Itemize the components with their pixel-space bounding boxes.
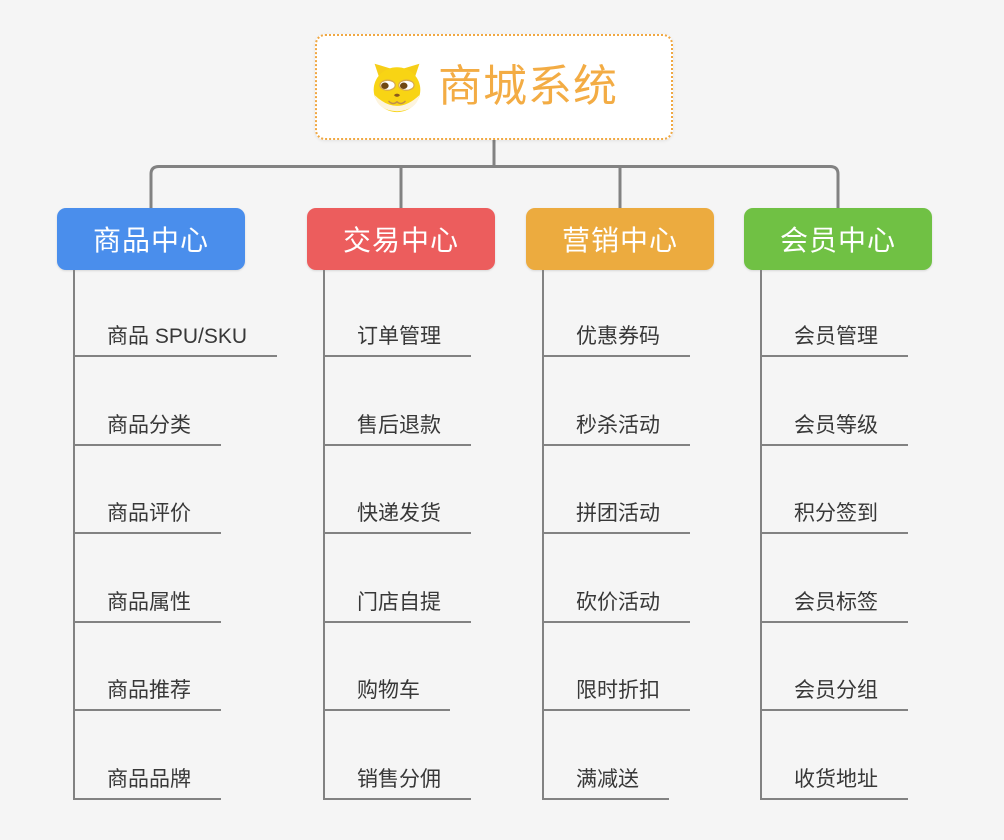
branch-trunk-line: [73, 270, 75, 800]
child-topic[interactable]: 商品品牌: [73, 766, 221, 800]
child-topic[interactable]: 销售分佣: [323, 766, 471, 800]
child-topic[interactable]: 限时折扣: [542, 677, 690, 711]
branch-trunk-line: [323, 270, 325, 800]
child-topic[interactable]: 订单管理: [323, 323, 471, 357]
dog-face-icon: [373, 63, 421, 113]
child-topic[interactable]: 满减送: [542, 766, 669, 800]
child-topic[interactable]: 拼团活动: [542, 500, 690, 534]
child-topic[interactable]: 购物车: [323, 677, 450, 711]
branch-box-4[interactable]: 会员中心: [744, 208, 932, 270]
child-topic[interactable]: 会员管理: [760, 323, 908, 357]
branch-label: 商品中心: [92, 225, 209, 256]
child-topic[interactable]: 商品推荐: [73, 677, 221, 711]
branch-trunk-line: [760, 270, 762, 800]
child-topic[interactable]: 砍价活动: [542, 589, 690, 623]
child-topic[interactable]: 秒杀活动: [542, 412, 690, 446]
child-topic[interactable]: 收货地址: [760, 766, 908, 800]
child-topic[interactable]: 积分签到: [760, 500, 908, 534]
child-topic[interactable]: 商品分类: [73, 412, 221, 446]
branch-trunk-line: [542, 270, 544, 800]
child-topic[interactable]: 优惠券码: [542, 323, 690, 357]
child-topic[interactable]: 售后退款: [323, 412, 471, 446]
branch-label: 会员中心: [779, 225, 896, 256]
branch-box-2[interactable]: 交易中心: [307, 208, 495, 270]
root-topic-title: 商城系统: [438, 62, 618, 111]
child-topic[interactable]: 门店自提: [323, 589, 471, 623]
child-topic[interactable]: 会员标签: [760, 589, 908, 623]
child-topic[interactable]: 商品 SPU/SKU: [73, 323, 278, 357]
child-topic[interactable]: 商品属性: [73, 589, 221, 623]
branch-label: 交易中心: [342, 225, 459, 256]
branch-label: 营销中心: [561, 225, 678, 256]
child-topic[interactable]: 商品评价: [73, 500, 221, 534]
root-topic[interactable]: 商城系统: [315, 34, 673, 140]
child-topic[interactable]: 快递发货: [323, 500, 471, 534]
child-topic[interactable]: 会员分组: [760, 677, 908, 711]
branch-box-3[interactable]: 营销中心: [526, 208, 714, 270]
child-topic[interactable]: 会员等级: [760, 412, 908, 446]
branch-box-1[interactable]: 商品中心: [57, 208, 245, 270]
